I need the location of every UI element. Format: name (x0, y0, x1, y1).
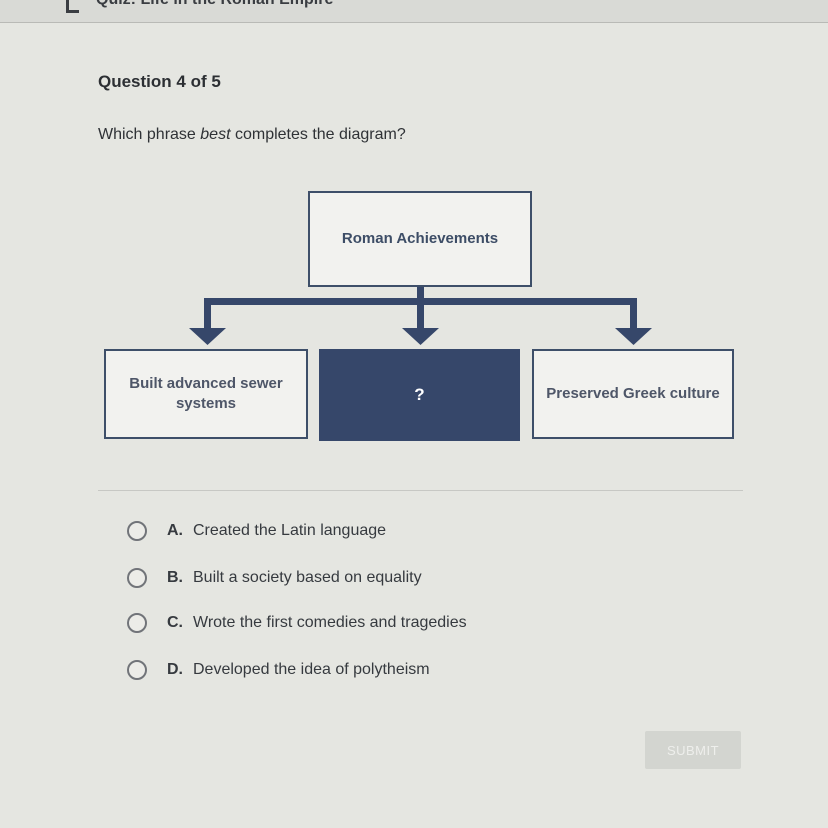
menu-icon[interactable] (66, 0, 79, 13)
option-letter: B. (167, 569, 183, 586)
connector-left-stem (204, 298, 211, 330)
divider (98, 490, 743, 491)
radio-button-c[interactable] (127, 613, 147, 633)
option-b[interactable]: B. Built a society based on equality (127, 565, 422, 591)
top-bar: Quiz: Life in the Roman Empire (0, 0, 828, 23)
diagram-child-unknown: ? (319, 349, 520, 441)
question-prompt: Which phrase best completes the diagram? (98, 126, 406, 144)
option-a[interactable]: A. Created the Latin language (127, 518, 386, 544)
option-letter: C. (167, 614, 183, 631)
diagram-root-box: Roman Achievements (308, 191, 532, 287)
option-letter: D. (167, 661, 183, 678)
arrow-right-icon (615, 328, 652, 345)
submit-button[interactable]: SUBMIT (645, 731, 741, 769)
quiz-title: Quiz: Life in the Roman Empire (96, 0, 333, 9)
option-text: Developed the idea of polytheism (193, 661, 430, 678)
radio-button-d[interactable] (127, 660, 147, 680)
prompt-text-start: Which phrase (98, 126, 201, 143)
option-text: Wrote the first comedies and tragedies (193, 614, 467, 631)
radio-button-a[interactable] (127, 521, 147, 541)
connector-right-stem (630, 298, 637, 330)
option-text: Built a society based on equality (193, 569, 422, 586)
arrow-left-icon (189, 328, 226, 345)
radio-button-b[interactable] (127, 568, 147, 588)
connector-stem (417, 287, 424, 301)
diagram-child-right: Preserved Greek culture (532, 349, 734, 439)
prompt-emphasis: best (200, 126, 231, 143)
connector-center-stem (417, 298, 424, 330)
option-d[interactable]: D. Developed the idea of polytheism (127, 657, 430, 683)
question-counter: Question 4 of 5 (98, 72, 221, 91)
option-text: Created the Latin language (193, 522, 387, 539)
option-c[interactable]: C. Wrote the first comedies and tragedie… (127, 610, 467, 636)
prompt-text-end: completes the diagram? (230, 126, 406, 143)
diagram-child-left: Built advanced sewer systems (104, 349, 308, 439)
arrow-center-icon (402, 328, 439, 345)
option-letter: A. (167, 522, 183, 539)
